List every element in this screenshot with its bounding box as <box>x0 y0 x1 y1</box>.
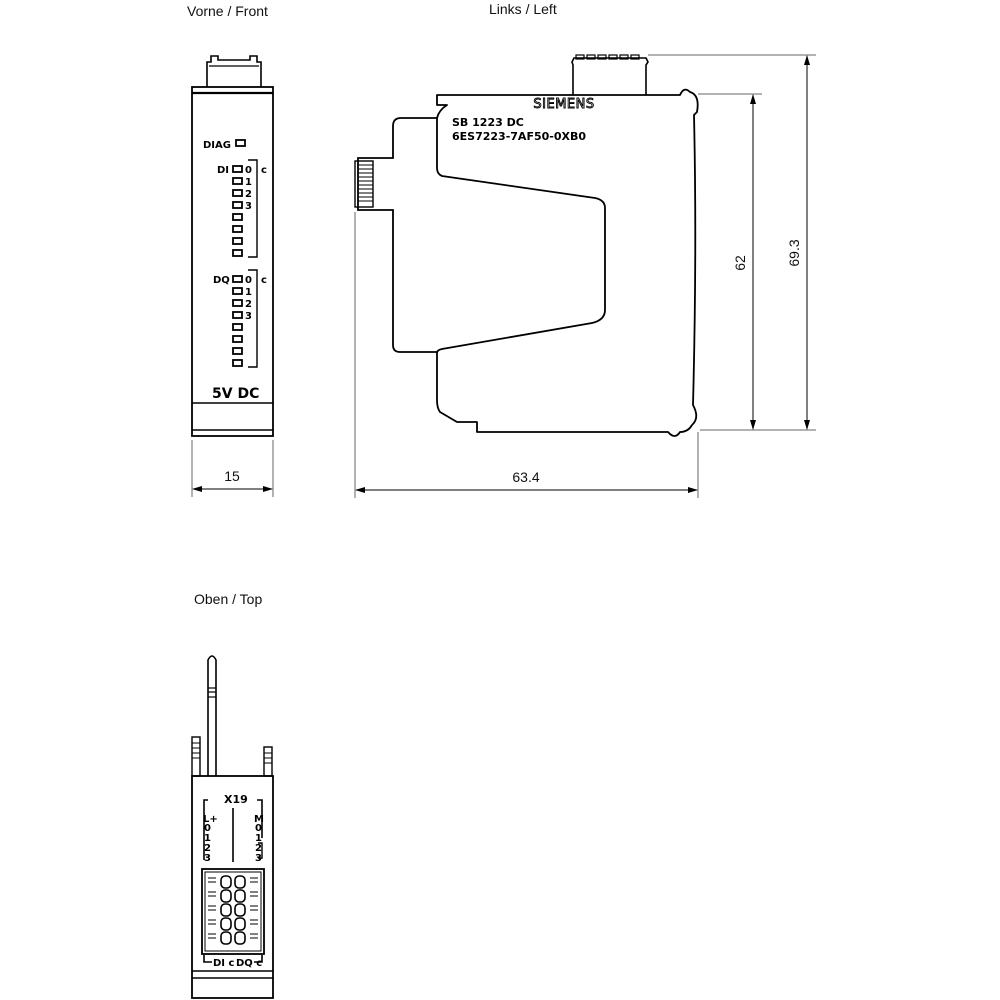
svg-text:15: 15 <box>224 468 240 484</box>
svg-text:69.3: 69.3 <box>786 239 802 266</box>
dq-led-column <box>232 275 243 367</box>
svg-text:0: 0 <box>245 275 252 286</box>
siemens-logo: SIEMENS <box>533 97 594 112</box>
left-view <box>354 54 699 437</box>
top-view-title: Oben / Top <box>194 591 263 607</box>
svg-text:2: 2 <box>255 843 262 854</box>
front-width-dimension: 15 <box>191 440 274 497</box>
model-label: SB 1223 DC <box>452 116 524 129</box>
dq-common-terminal-label: DQ c <box>236 958 262 969</box>
svg-text:1: 1 <box>255 833 262 844</box>
height-dimensions: 62 69.3 <box>648 54 816 431</box>
front-view-title: Vorne / Front <box>187 3 268 19</box>
svg-text:62: 62 <box>732 255 748 271</box>
dq-common-label: c <box>261 275 267 286</box>
power-label: 5V DC <box>212 386 259 402</box>
di-led-column <box>232 165 243 257</box>
order-number-label: 6ES7223-7AF50-0XB0 <box>452 130 586 143</box>
svg-text:0: 0 <box>255 823 262 834</box>
svg-text:3: 3 <box>245 311 252 322</box>
svg-text:1: 1 <box>245 177 252 188</box>
di-common-terminal-label: DI c <box>213 958 235 969</box>
svg-text:2: 2 <box>245 189 252 200</box>
di-label: DI <box>217 165 229 176</box>
svg-text:2: 2 <box>245 299 252 310</box>
svg-text:2: 2 <box>204 843 211 854</box>
svg-text:63.4: 63.4 <box>512 469 539 485</box>
left-labels: SIEMENS SB 1223 DC 6ES7223-7AF50-0XB0 <box>452 97 595 143</box>
svg-text:3: 3 <box>245 201 252 212</box>
svg-text:3: 3 <box>204 853 211 864</box>
top-view <box>191 655 274 999</box>
depth-dimension: 63.4 <box>354 212 699 498</box>
diag-led-icon <box>235 139 246 147</box>
dq-label: DQ <box>213 275 230 286</box>
svg-text:0: 0 <box>245 165 252 176</box>
top-labels: X19 L+ 0 1 2 3 M 0 1 2 3 DI c DQ c <box>203 793 264 969</box>
front-view <box>191 55 274 437</box>
svg-text:1: 1 <box>204 833 211 844</box>
svg-text:0: 0 <box>204 823 211 834</box>
di-common-label: c <box>261 165 267 176</box>
svg-text:1: 1 <box>245 287 252 298</box>
svg-text:L+: L+ <box>203 814 218 825</box>
left-view-title: Links / Left <box>489 1 557 17</box>
connector-label: X19 <box>224 793 248 806</box>
diag-label: DIAG <box>203 140 231 151</box>
svg-text:M: M <box>254 814 264 825</box>
front-labels: DIAG DI 0 1 2 3 c DQ 0 1 2 3 c 5V DC <box>203 140 267 402</box>
svg-text:3: 3 <box>255 853 262 864</box>
